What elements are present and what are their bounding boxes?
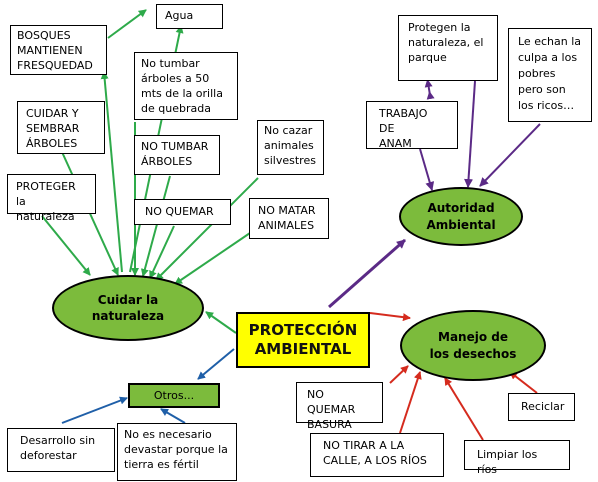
arrow-protegen-to-autoridad [464, 80, 476, 188]
arrow-bosques-to-agua [107, 9, 147, 39]
box-trabajo-anam: TRABAJO DE ANAM [366, 101, 458, 150]
box-limpiar-rios: Limpiar los ríos [464, 440, 570, 476]
box-no-quemar: NO QUEMAR [134, 199, 231, 225]
arrow-basura-to-manejo [389, 365, 409, 384]
box-desarrollo-sin-deforestar: Desarrollo sin deforestar [7, 428, 115, 472]
box-bosques-mantienen-fresquedad: BOSQUES MANTIENEN FRESQUEDAD [10, 25, 107, 75]
arrow-proteger-to-cuidar [41, 215, 91, 276]
arrow-culpa-to-autoridad [479, 123, 541, 187]
box-no-tumbar-arboles: NO TUMBAR ÁRBOLES [134, 135, 220, 175]
arrow-center-to-autoridad [328, 238, 406, 309]
box-no-matar-animales: NO MATAR ANIMALES [249, 198, 329, 239]
box-no-tirar-calle-rios: NO TIRAR A LA CALLE, A LOS RÍOS [310, 433, 444, 477]
arrow-trabajo-to-autoridad [419, 148, 435, 191]
node-manejo-desechos: Manejo de los desechos [400, 310, 546, 381]
box-cuidar-sembrar-arboles: CUIDAR Y SEMBRAR ÁRBOLES [17, 101, 105, 154]
box-culpa-pobres-ricos: Le echan la culpa a los pobres pero son … [508, 28, 592, 122]
box-no-quemar-basura: NO QUEMAR BASURA [296, 382, 383, 431]
arrow-center-to-cuidar [205, 311, 237, 334]
arrow-quemar-to-cuidar [149, 225, 175, 279]
arrow-limpiar-to-manejo [444, 377, 484, 441]
arrow-tirar-to-manejo [399, 371, 422, 434]
arrow-cuidar-to-bosques [100, 71, 123, 273]
arrow-center-to-manejo [369, 312, 411, 322]
box-no-es-necesario-devastar: No es necesario devastar porque la tierr… [117, 423, 237, 481]
arrow-reciclar-to-manejo [509, 371, 538, 394]
node-otros: Otros... [128, 383, 220, 408]
box-no-cazar-animales: No cazar animales silvestres [257, 120, 324, 175]
arrow-no-necesario-to-otros [160, 408, 186, 424]
arrow-cazar-to-cuidar [155, 177, 259, 281]
arrow-center-to-otros-left [197, 348, 235, 380]
box-reciclar: Reciclar [508, 393, 575, 421]
arrow-tumbar-to-cuidar [140, 175, 171, 277]
box-protegen-naturaleza-parque: Protegen la naturaleza, el parque [398, 15, 498, 81]
arrow-matar-to-cuidar [174, 232, 251, 285]
node-cuidar-naturaleza: Cuidar la naturaleza [52, 275, 204, 341]
box-no-tumbar-quebrada: No tumbar árboles a 50 mts de la orilla … [134, 52, 238, 120]
arrow-desarrollo-to-otros [61, 396, 128, 424]
arrow-trabajo-protegen [424, 79, 435, 100]
box-agua: Agua [156, 4, 223, 29]
node-autoridad-ambiental: Autoridad Ambiental [399, 187, 523, 246]
center-proteccion-ambiental: PROTECCIÓN AMBIENTAL [236, 312, 370, 368]
box-proteger-naturaleza: PROTEGER la naturaleza [7, 174, 96, 223]
